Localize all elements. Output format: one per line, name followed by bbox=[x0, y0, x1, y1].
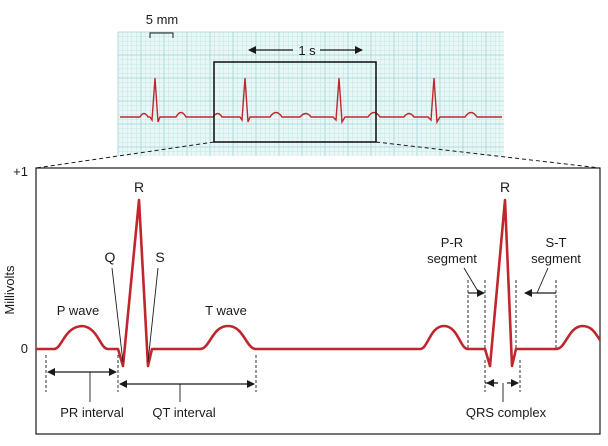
pr-segment-pointer bbox=[463, 267, 480, 294]
qrs-complex-label: QRS complex bbox=[466, 405, 547, 420]
scale-annotation: 5 mm bbox=[146, 12, 179, 38]
ecg-strip bbox=[117, 31, 504, 156]
scale-label: 5 mm bbox=[146, 12, 179, 27]
st-segment-pointer bbox=[536, 267, 549, 294]
q-pointer bbox=[111, 267, 124, 363]
magnified-panel bbox=[35, 167, 601, 435]
r-label-second: R bbox=[500, 179, 510, 195]
s-pointer bbox=[147, 267, 159, 363]
p-wave-label: P wave bbox=[57, 303, 99, 318]
axis-ylabel: Millivolts bbox=[2, 265, 17, 315]
wave-labels: P wave T wave R R Q S P-R segment S-T se… bbox=[57, 179, 581, 363]
zoom-line-left bbox=[35, 141, 215, 169]
axis-top-tick: +1 bbox=[13, 164, 28, 179]
r-label-first: R bbox=[134, 179, 144, 195]
st-segment-label-line2: segment bbox=[531, 251, 581, 266]
q-label: Q bbox=[105, 249, 116, 265]
zoom-line-right bbox=[375, 141, 601, 169]
t-wave-label: T wave bbox=[205, 303, 247, 318]
s-label: S bbox=[155, 249, 164, 265]
qt-interval-label: QT interval bbox=[152, 405, 215, 420]
strip-trace bbox=[120, 77, 502, 125]
pr-interval-label: PR interval bbox=[60, 405, 124, 420]
magnified-trace bbox=[36, 198, 602, 368]
time-annotation: 1 s bbox=[248, 43, 363, 58]
pr-segment-label-line1: P-R bbox=[441, 235, 463, 250]
zoom-frame bbox=[213, 61, 377, 143]
strip-grid bbox=[117, 31, 504, 156]
st-segment-label-line1: S-T bbox=[546, 235, 567, 250]
interval-markers bbox=[45, 355, 521, 402]
time-label: 1 s bbox=[298, 43, 316, 58]
pr-segment-label-line2: segment bbox=[427, 251, 477, 266]
axis-zero-tick: 0 bbox=[21, 341, 28, 356]
segment-markers bbox=[467, 280, 557, 350]
